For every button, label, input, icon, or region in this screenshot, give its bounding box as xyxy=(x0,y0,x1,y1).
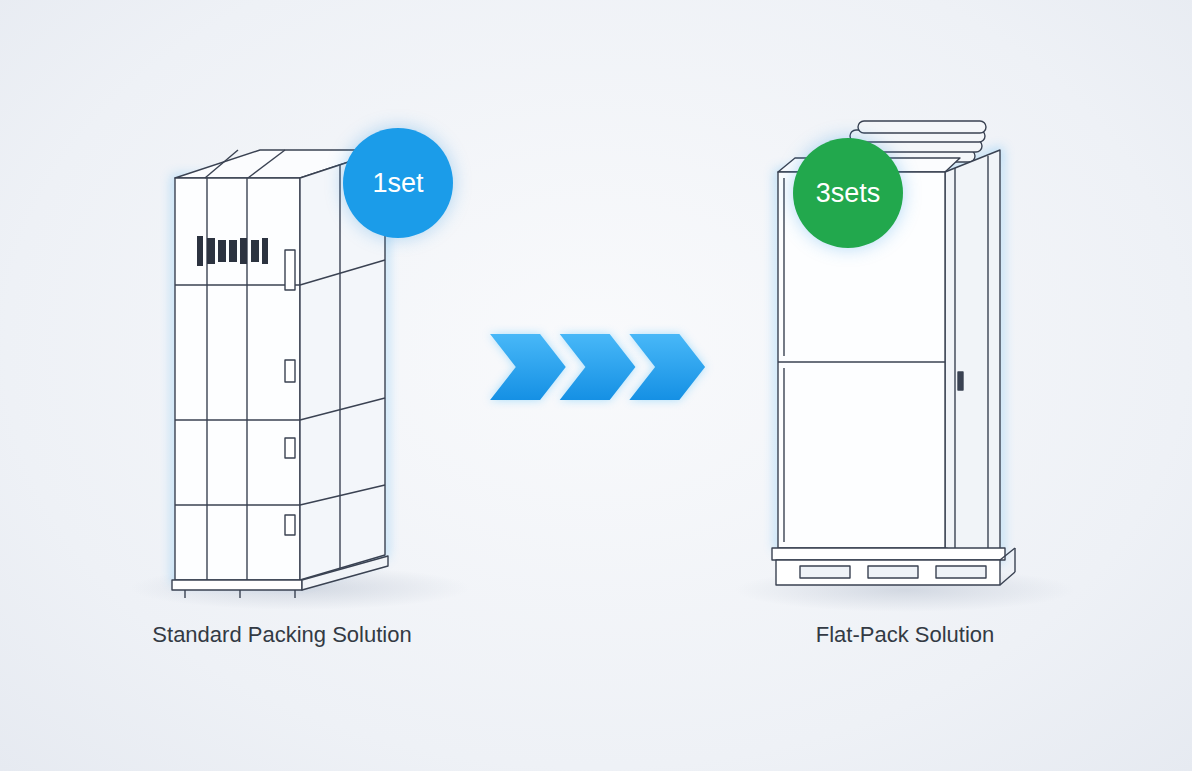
flat-pack xyxy=(772,121,1015,585)
chevron xyxy=(490,334,566,400)
chevron xyxy=(560,334,636,400)
quantity-label: 3sets xyxy=(816,178,881,209)
solution-caption: Flat-Pack Solution xyxy=(810,620,1001,650)
chevron-glow xyxy=(490,334,566,400)
chevron-arrow xyxy=(490,334,705,400)
chevron xyxy=(629,334,705,400)
quantity-label: 1set xyxy=(372,168,423,199)
solution-caption: Standard Packing Solution xyxy=(146,620,417,650)
chevron-glow xyxy=(629,334,705,400)
chevron-glow xyxy=(560,334,636,400)
quantity-badge: 1set xyxy=(343,128,453,238)
quantity-badge: 3sets xyxy=(793,138,903,248)
